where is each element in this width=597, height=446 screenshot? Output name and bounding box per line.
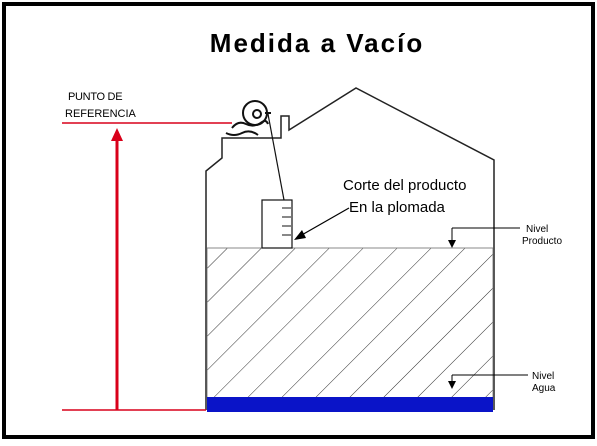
water-level-label-line1: Nivel xyxy=(532,371,554,382)
cut-label-line2: En la plomada xyxy=(349,199,446,216)
reference-marker xyxy=(62,122,232,411)
water-level-label-line2: Agua xyxy=(532,383,556,394)
plumb-bob xyxy=(261,199,293,249)
diagram-title: Medida a Vacío xyxy=(210,28,424,58)
reference-label-line2: REFERENCIA xyxy=(65,108,137,120)
tape-line xyxy=(267,113,285,201)
water-level-arrow xyxy=(448,374,528,389)
product-level-arrow xyxy=(448,227,520,248)
reference-label-line1: PUNTO DE xyxy=(68,91,122,103)
product-region xyxy=(207,248,493,398)
gauge-reel-icon xyxy=(225,100,271,136)
cut-label-line1: Corte del producto xyxy=(343,177,466,194)
product-level-label-line1: Nivel xyxy=(526,224,548,235)
tank-outline xyxy=(205,87,495,410)
water-region xyxy=(207,397,493,412)
product-level-label-line2: Producto xyxy=(522,236,562,247)
cut-arrow xyxy=(294,207,350,240)
